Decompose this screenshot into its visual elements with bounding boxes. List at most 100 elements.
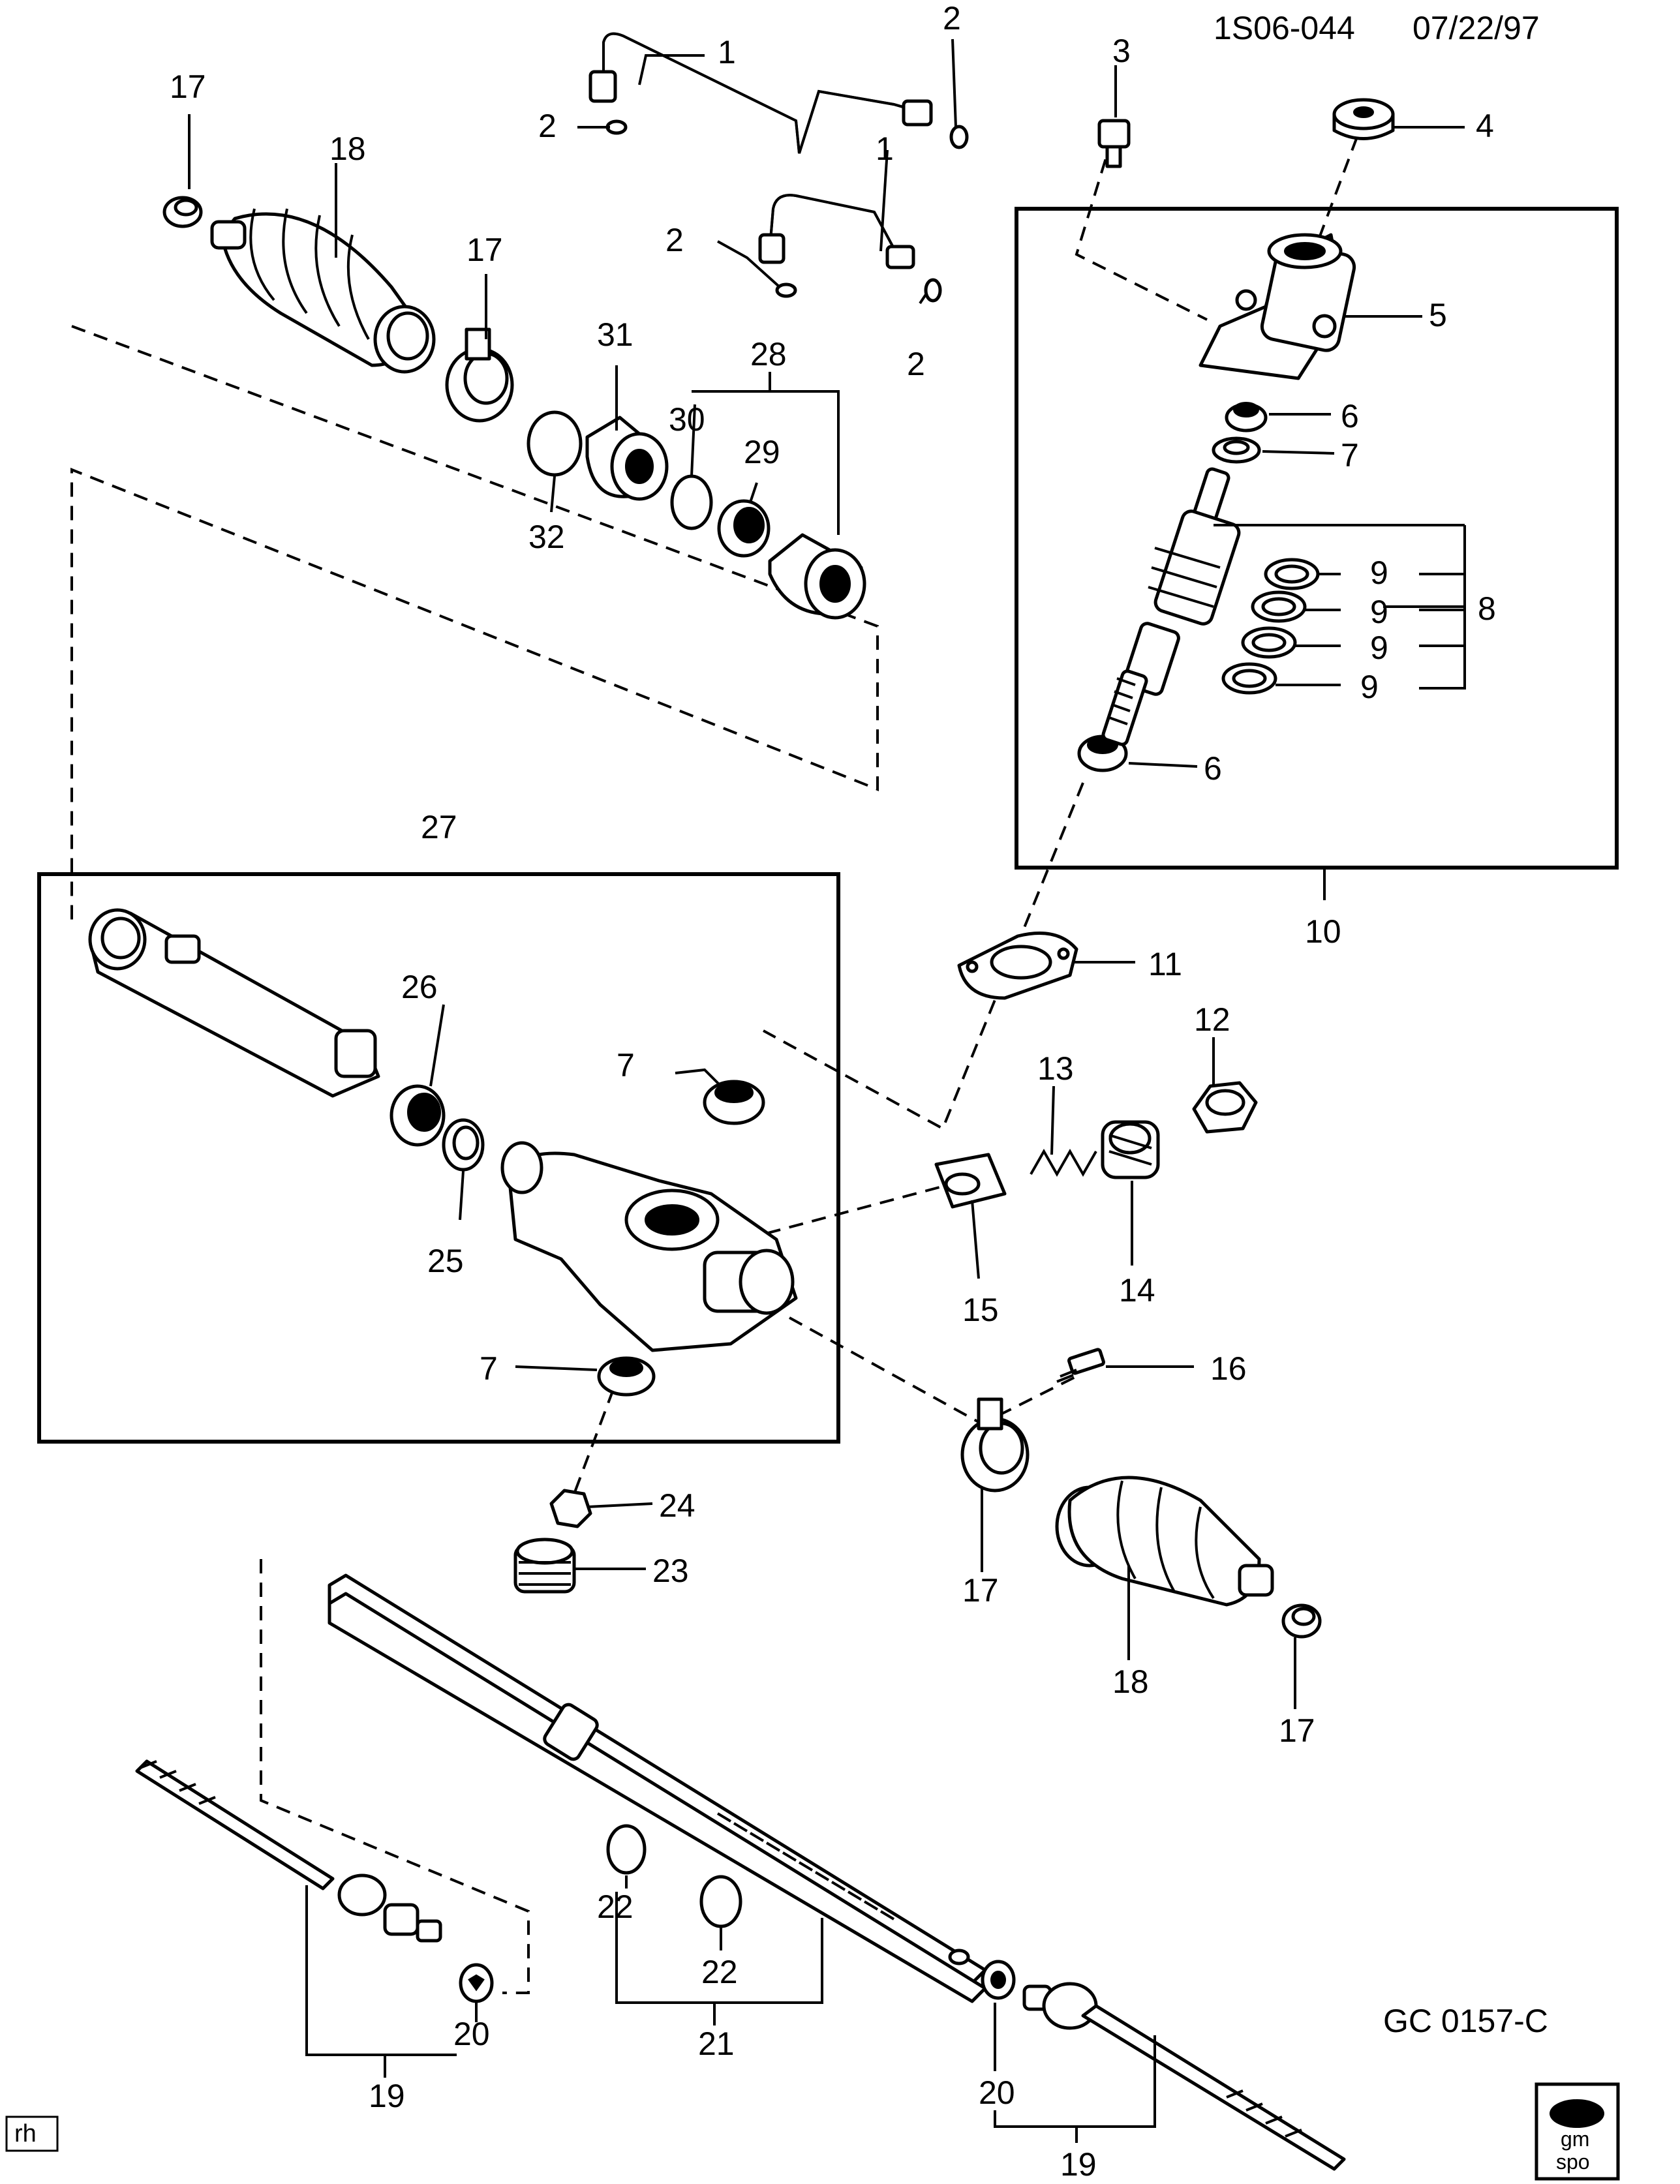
- callout-3: 3: [1112, 33, 1131, 69]
- callout-2: 2: [907, 346, 925, 382]
- bolt: [1097, 119, 1131, 168]
- callout-13: 13: [1037, 1050, 1074, 1087]
- callout-2: 2: [665, 222, 684, 258]
- bushing-28: [768, 533, 866, 620]
- rack-seal-22: [606, 1824, 647, 1875]
- callout-15: 15: [962, 1292, 999, 1328]
- assembly-guide-lines: [70, 136, 1358, 1994]
- callout-9: 9: [1360, 669, 1379, 705]
- callout-25: 25: [427, 1243, 464, 1279]
- lock-nut: [1192, 1081, 1258, 1134]
- callout-17: 17: [466, 232, 503, 268]
- adjuster-plug: [1101, 1120, 1160, 1179]
- bushing-26: [389, 1084, 446, 1147]
- o-ring-32: [527, 410, 583, 477]
- rack-housing: [88, 908, 798, 1352]
- callout-24: 24: [659, 1487, 695, 1524]
- callout-23: 23: [652, 1553, 689, 1589]
- callout-1: 1: [718, 34, 736, 70]
- callout-9: 9: [1370, 554, 1388, 591]
- callout-22: 22: [701, 1954, 738, 1990]
- clamp-bolt: [1056, 1348, 1105, 1383]
- dust-cap: [1332, 98, 1395, 140]
- callout-21: 21: [698, 2025, 735, 2062]
- callout-labels: 1 1 2 2 2 2 3 4 5 6 6 7 7 7 8 9 9 9 9 10…: [170, 0, 1496, 2183]
- pinion-valve-assembly: [1101, 467, 1241, 746]
- gm-spo-logo: gm spo: [1535, 2082, 1620, 2181]
- leader-lines: [188, 38, 1466, 2143]
- gasket: [957, 932, 1078, 1000]
- o-ring: [605, 119, 628, 135]
- callout-4: 4: [1476, 108, 1494, 144]
- boot-clamp: [960, 1397, 1030, 1493]
- callout-28: 28: [750, 336, 787, 372]
- lock-washer: [459, 1963, 494, 2003]
- rack-housing-group-frame: [37, 872, 840, 1444]
- inner-tie-rod-right: [1022, 1982, 1346, 2171]
- callout-2: 2: [538, 108, 557, 144]
- drawing-date: 07/22/97: [1413, 10, 1540, 46]
- callout-17: 17: [170, 68, 206, 105]
- callout-30: 30: [669, 401, 705, 438]
- callout-31: 31: [597, 316, 634, 353]
- logo-bottom-text: spo: [1556, 2150, 1590, 2174]
- callout-2: 2: [943, 0, 961, 37]
- callout-19: 19: [1060, 2146, 1097, 2183]
- logo-top-text: gm: [1561, 2127, 1589, 2151]
- lock-washer: [981, 1960, 1016, 2000]
- boot-clamp: [445, 327, 514, 423]
- callout-20: 20: [979, 2074, 1015, 2111]
- bearing: [1225, 402, 1268, 432]
- figure-code: GC 0157-C: [1383, 2003, 1548, 2039]
- pinion-group-frame: [1015, 207, 1619, 870]
- callout-32: 32: [528, 519, 565, 555]
- valve-housing: [1199, 233, 1356, 380]
- callout-9: 9: [1370, 629, 1388, 666]
- callout-1: 1: [876, 130, 894, 167]
- callout-8: 8: [1478, 590, 1496, 627]
- callout-29: 29: [744, 434, 780, 470]
- o-ring-30: [670, 474, 713, 530]
- o-ring: [949, 125, 969, 149]
- seal-ring: [1251, 590, 1307, 623]
- callout-11: 11: [1148, 946, 1182, 982]
- callout-5: 5: [1429, 297, 1447, 333]
- drawing-number: 1S06-044: [1214, 10, 1355, 46]
- bearing: [1077, 735, 1128, 772]
- callout-16: 16: [1210, 1350, 1247, 1387]
- rack-guide: [934, 1153, 1007, 1209]
- callout-17: 17: [962, 1572, 999, 1609]
- steering-rack: [328, 1573, 987, 2003]
- seal-ring: [1241, 626, 1297, 659]
- boot-clamp: [162, 196, 203, 228]
- seal-29: [717, 499, 771, 558]
- boot-clamp: [1281, 1603, 1322, 1639]
- corner-tag-text: rh: [14, 2120, 37, 2147]
- bushing-31: [585, 416, 669, 501]
- rack-boot: [1055, 1476, 1274, 1607]
- callout-17: 17: [1279, 1712, 1315, 1749]
- rack-seal-22: [699, 1875, 742, 1928]
- callout-18: 18: [329, 130, 366, 167]
- seal: [1212, 436, 1261, 464]
- callout-27: 27: [421, 809, 457, 845]
- inner-tie-rod-left: [135, 1759, 442, 1943]
- o-ring: [924, 278, 942, 303]
- spring: [1030, 1148, 1097, 1177]
- lock-nut-24: [549, 1489, 592, 1528]
- callout-22: 22: [597, 1888, 634, 1925]
- seal-ring: [1221, 662, 1277, 695]
- seal-ring: [1264, 558, 1320, 590]
- callout-9: 9: [1370, 594, 1388, 630]
- seal-25: [442, 1118, 485, 1172]
- callout-7: 7: [480, 1350, 498, 1387]
- bearing: [597, 1356, 656, 1397]
- pressure-line-lower: [758, 194, 915, 269]
- pressure-line-upper: [588, 32, 933, 154]
- callout-7: 7: [617, 1047, 635, 1084]
- callout-6: 6: [1341, 398, 1359, 434]
- callout-7: 7: [1341, 437, 1359, 474]
- callout-26: 26: [401, 969, 438, 1005]
- callout-6: 6: [1204, 750, 1222, 787]
